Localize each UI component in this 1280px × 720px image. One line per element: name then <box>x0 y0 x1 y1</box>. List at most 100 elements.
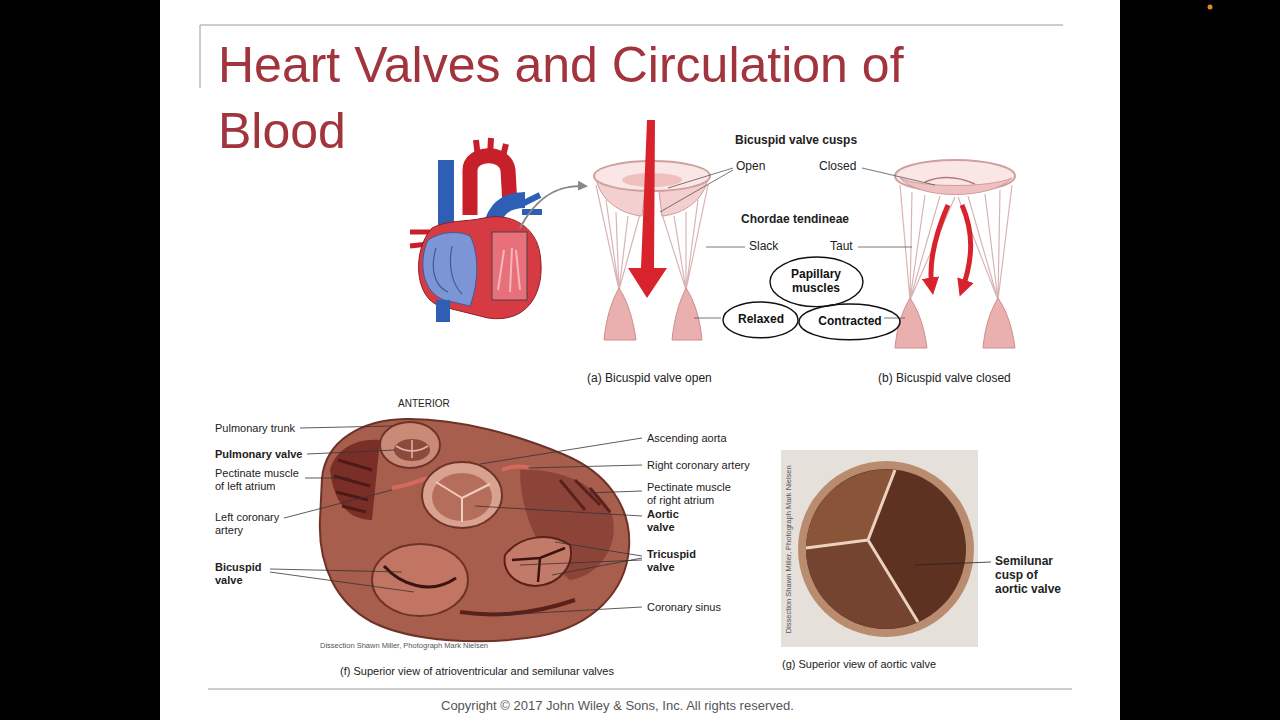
figure-caption-box: (g) Superior view of aortic valve <box>782 658 936 671</box>
part-label-box: Right coronary artery <box>647 459 750 472</box>
hand-drawn-circle <box>799 304 900 340</box>
open-valve-illustration <box>604 288 636 340</box>
figure-heading-box: Chordae tendineae <box>741 213 849 227</box>
part-label-box: Pulmonary valve <box>215 448 302 461</box>
state-label-box: Closed <box>819 160 856 174</box>
heart-illustration <box>492 232 527 300</box>
aortic-valve-photo <box>781 450 978 647</box>
part-label: Pulmonary valve <box>215 448 302 461</box>
orientation-label: ANTERIOR <box>398 398 450 410</box>
annotation-circle: Papillary muscles <box>769 256 864 308</box>
slide-rule <box>200 25 1063 26</box>
part-label: Right coronary artery <box>647 459 750 472</box>
open-valve-illustration <box>594 120 710 340</box>
circle-text: Relaxed <box>738 313 784 327</box>
heart-illustration <box>520 186 584 228</box>
open-valve-illustration <box>672 288 702 340</box>
part-label-box: Semilunar cusp of aortic valve <box>995 555 1067 596</box>
heart-dissection-photo <box>320 419 629 641</box>
leader-line <box>915 562 991 565</box>
leader-line <box>862 168 935 185</box>
heart-dissection-photo <box>505 537 571 586</box>
part-label: Left coronary artery <box>215 511 290 536</box>
heart-dissection-photo <box>384 566 456 587</box>
leader-line <box>694 318 721 319</box>
state-label: Slack <box>749 240 778 254</box>
heart-dissection-photo <box>436 482 490 522</box>
heart-dissection-photo <box>380 422 440 468</box>
heart-dissection-photo <box>432 473 492 521</box>
slide-rule <box>200 25 1072 689</box>
closed-valve-illustration <box>958 185 1012 300</box>
photo-credit: Dissection Shawn Miller, Photograph Mark… <box>785 465 794 633</box>
part-label: Pulmonary trunk <box>215 422 295 435</box>
closed-valve-illustration <box>931 205 948 288</box>
figure-caption-box: (a) Bicuspid valve open <box>587 372 712 386</box>
state-label-box: Slack <box>749 240 778 254</box>
structure-label: Relaxed <box>738 313 784 327</box>
aortic-valve-photo <box>781 450 978 647</box>
hand-drawn-circle <box>723 302 798 338</box>
photo-credit: Dissection Shawn Miller, Photograph Mark… <box>320 642 488 651</box>
part-label: Ascending aorta <box>647 432 727 445</box>
heart-illustration <box>423 233 477 306</box>
part-label-box: Pectinate muscle of right atrium <box>647 481 737 506</box>
state-label-box: Open <box>736 160 765 174</box>
heart-dissection-photo <box>394 439 430 461</box>
slide-rule <box>208 689 1072 690</box>
closed-valve-illustration <box>900 185 955 300</box>
cursor-dot <box>1208 5 1213 10</box>
heart-dissection-photo <box>512 548 565 582</box>
heart-illustration <box>433 246 462 294</box>
closed-valve-illustration <box>962 205 971 290</box>
leader-line <box>284 490 392 518</box>
figure-heading: Chordae tendineae <box>741 213 849 227</box>
state-label: Open <box>736 160 765 174</box>
leader-line <box>500 607 642 615</box>
part-label-box: Aortic valve <box>647 508 692 533</box>
heart-dissection-photo <box>460 600 575 614</box>
figure-caption-box: (f) Superior view of atrioventricular an… <box>340 665 614 678</box>
circle-text: Papillary muscles <box>787 268 845 296</box>
part-label-box: Pectinate muscle of left atrium <box>215 467 305 492</box>
leader-line <box>660 168 935 318</box>
heart-dissection-photo <box>560 480 610 512</box>
hand-drawn-circle <box>770 257 863 307</box>
figure-caption: (b) Bicuspid valve closed <box>878 372 1011 386</box>
state-label: Taut <box>830 240 853 254</box>
part-label: Tricuspid valve <box>647 548 707 573</box>
part-label: Coronary sinus <box>647 601 721 614</box>
leader-line <box>884 318 905 319</box>
heart-illustration <box>498 248 520 292</box>
part-label-box: Coronary sinus <box>647 601 721 614</box>
leader-line <box>305 478 350 479</box>
leader-line <box>858 247 912 248</box>
figure-caption-box: (b) Bicuspid valve closed <box>878 372 1011 386</box>
leader-line <box>520 542 642 575</box>
part-label: Bicuspid valve <box>215 561 275 586</box>
copyright-notice-box: Copyright © 2017 John Wiley & Sons, Inc.… <box>441 699 794 714</box>
part-label: Aortic valve <box>647 508 692 533</box>
heart-dissection-photo <box>502 467 530 470</box>
heart-illustration <box>410 138 584 322</box>
figure-heading-box: Bicuspid valve cusps <box>735 134 857 148</box>
part-label: Semilunar cusp of aortic valve <box>995 555 1067 596</box>
figure-caption: (a) Bicuspid valve open <box>587 372 712 386</box>
structure-label: Contracted <box>818 315 881 329</box>
leader-line <box>307 450 395 454</box>
leader-line <box>915 562 991 565</box>
closed-valve-illustration <box>895 160 1015 348</box>
part-label-box: Pulmonary trunk <box>215 422 295 435</box>
part-label: Pectinate muscle of right atrium <box>647 481 737 506</box>
open-valve-illustration <box>628 120 667 298</box>
leader-line <box>585 491 642 493</box>
leader-line <box>475 506 642 516</box>
photo-credit-box: Dissection Shawn Miller, Photograph Mark… <box>320 642 488 651</box>
closed-valve-illustration <box>900 185 1012 300</box>
heart-dissection-photo <box>396 440 428 458</box>
photo-credit-box: Dissection Shawn Miller, Photograph Mark… <box>785 465 794 633</box>
leader-line <box>300 426 392 428</box>
